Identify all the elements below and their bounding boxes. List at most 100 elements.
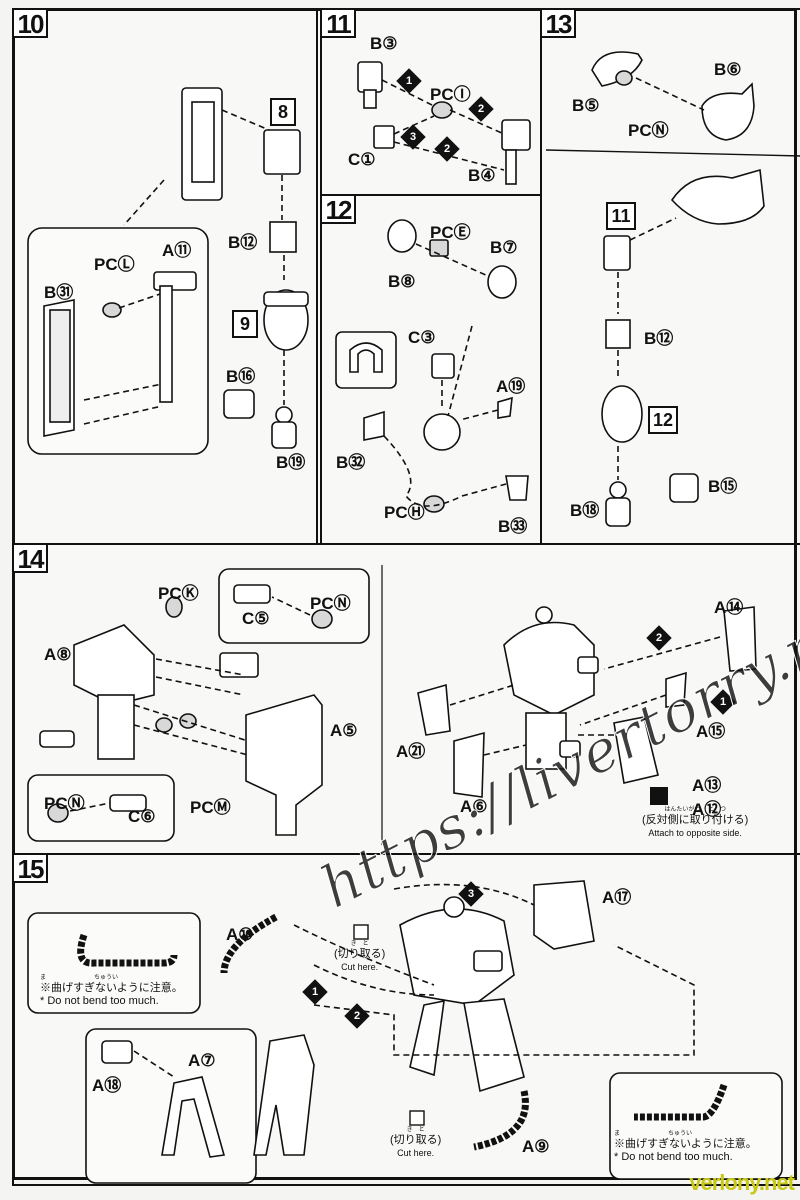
cut-note-2: き と (切り取る) Cut here. — [390, 1127, 441, 1160]
order-mark-15-1: 1 — [302, 979, 328, 1005]
order-mark-1: 1 — [396, 68, 422, 94]
label-a21-num: ㉑ — [408, 742, 426, 761]
label-c5-num: ⑤ — [254, 609, 270, 628]
label-b12-13-letter: B — [644, 329, 657, 348]
label-a15-letter: A — [696, 722, 709, 741]
label-b18-letter: B — [570, 501, 583, 520]
part-ref-box-12: 12 — [648, 406, 678, 434]
opposite-side-en: Attach to opposite side. — [648, 828, 742, 838]
label-a7-num: ⑦ — [200, 1051, 216, 1070]
label-pci-num: Ⓘ — [453, 85, 471, 104]
label-b8-letter: B — [388, 272, 401, 291]
bend-note-1: ま ちゅうい ※曲げすぎないように注意。 * Do not bend too m… — [40, 975, 183, 1008]
step-15-illustration — [27, 880, 783, 1184]
step-10-panel: 10 8 B⑫ 9 B⑯ — [12, 8, 318, 545]
label-a5-num: ⑤ — [342, 721, 358, 740]
label-pce-num: Ⓔ — [453, 223, 471, 242]
step-13-panel: 13 B⑥ B⑤ PCⓃ 11 B⑫ 12 B⑮ B⑱ — [540, 8, 800, 545]
order-mark-14-2: 2 — [646, 625, 672, 651]
label-a6-num: ⑥ — [472, 797, 488, 816]
label-a17-num: ⑰ — [614, 888, 632, 907]
label-b31-letter: B — [44, 283, 57, 302]
label-b19-num: ⑲ — [288, 453, 306, 472]
label-a11-num: ⑪ — [174, 241, 192, 260]
label-b18-num: ⑱ — [582, 501, 600, 520]
label-a18-letter: A — [92, 1076, 105, 1095]
label-a10: A⑩ — [226, 925, 254, 945]
label-pcn-14-num: Ⓝ — [333, 594, 351, 613]
label-a12-letter: A — [692, 800, 705, 819]
label-pcl-letter: PC — [94, 255, 118, 274]
bend-note-1-jp: ※曲げすぎないように注意。 — [40, 982, 183, 994]
label-a19: A⑲ — [496, 372, 525, 397]
step-12-panel: 12 PCⒺ B⑦ B⑧ C③ A⑲ B㉜ PCⒽ B㉝ — [320, 194, 542, 545]
label-b31-num: ㉛ — [56, 283, 74, 302]
label-b7-num: ⑦ — [502, 238, 518, 257]
label-a17: A⑰ — [602, 883, 631, 908]
order-mark-3: 3 — [400, 124, 426, 150]
label-b32-num: ㉜ — [348, 453, 366, 472]
corner-watermark: verlony.net — [689, 1170, 795, 1195]
label-a21-letter: A — [396, 742, 409, 761]
label-pcn-13-letter: PC — [628, 121, 652, 140]
step-11-panel: 11 1 2 3 2 B③ PCⒾ C① B④ — [320, 8, 542, 196]
cut-note-1-ruby: き と — [350, 941, 369, 947]
label-pck: PCⓀ — [158, 579, 199, 604]
step-12-illustration — [335, 219, 529, 513]
order-mark-2-text: 2 — [477, 103, 485, 115]
bend-note-2-en: * Do not bend too much. — [614, 1151, 733, 1163]
label-pch: PCⒽ — [384, 498, 425, 523]
label-a10-num: ⑩ — [238, 925, 254, 944]
opposite-side-note: はんたいがわ と つ (反対側に取り付ける) Attach to opposit… — [642, 807, 748, 840]
label-b5-num: ⑤ — [584, 96, 600, 115]
part-ref-box-11: 11 — [606, 202, 636, 230]
label-b12-letter: B — [228, 233, 241, 252]
label-b8-num: ⑧ — [400, 272, 416, 291]
label-pcl: PCⓁ — [94, 250, 135, 275]
step-11-number: 11 — [320, 8, 356, 38]
label-pcm-letter: PC — [190, 798, 214, 817]
label-a12-num: ⑫ — [704, 800, 722, 819]
cut-note-2-jp: (切り取る) — [390, 1134, 442, 1146]
label-a8-num: ⑧ — [56, 645, 72, 664]
label-b3-num: ③ — [382, 34, 398, 53]
order-mark-4: 2 — [434, 136, 460, 162]
label-b5: B⑤ — [572, 96, 600, 116]
label-pce: PCⒺ — [430, 218, 471, 243]
part-ref-box-9: 9 — [232, 310, 258, 338]
opposite-side-ruby: はんたいがわ と つ — [664, 807, 726, 813]
opposite-side-icon — [650, 787, 668, 805]
label-a13: A⑬ — [692, 771, 721, 796]
label-a14-num: ⑭ — [726, 598, 744, 617]
label-a10-letter: A — [226, 925, 239, 944]
step-14-illustration — [27, 565, 757, 845]
label-c1: C① — [348, 150, 376, 170]
label-pch-num: Ⓗ — [407, 503, 425, 522]
step-10-illustration — [27, 87, 309, 455]
label-b4-num: ④ — [480, 166, 496, 185]
label-a11: A⑪ — [162, 236, 191, 261]
label-c1-letter: C — [348, 150, 361, 169]
cut-note-1: き と (切り取る) Cut here. — [334, 941, 385, 974]
label-pci-letter: PC — [430, 85, 454, 104]
label-pcn-13-num: Ⓝ — [651, 121, 669, 140]
label-pce-letter: PC — [430, 223, 454, 242]
order-mark-15-3-text: 3 — [467, 888, 475, 900]
label-a6: A⑥ — [460, 797, 488, 817]
step-13-number: 13 — [540, 8, 576, 38]
label-pcm: PCⓂ — [190, 793, 231, 818]
label-c6-letter: C — [128, 807, 141, 826]
label-pcm-num: Ⓜ — [213, 798, 231, 817]
label-b19: B⑲ — [276, 448, 305, 473]
label-b5-letter: B — [572, 96, 585, 115]
bend-note-2-jp: ※曲げすぎないように注意。 — [614, 1138, 757, 1150]
label-a17-letter: A — [602, 888, 615, 907]
label-b6: B⑥ — [714, 60, 742, 80]
bend-note-2-ruby: ま ちゅうい — [614, 1131, 693, 1137]
label-b15: B⑮ — [708, 472, 737, 497]
label-c1-num: ① — [360, 150, 376, 169]
label-a18-num: ⑱ — [104, 1076, 122, 1095]
label-a13-letter: A — [692, 776, 705, 795]
label-b4: B④ — [468, 166, 496, 186]
part-ref-box-8: 8 — [270, 98, 296, 126]
